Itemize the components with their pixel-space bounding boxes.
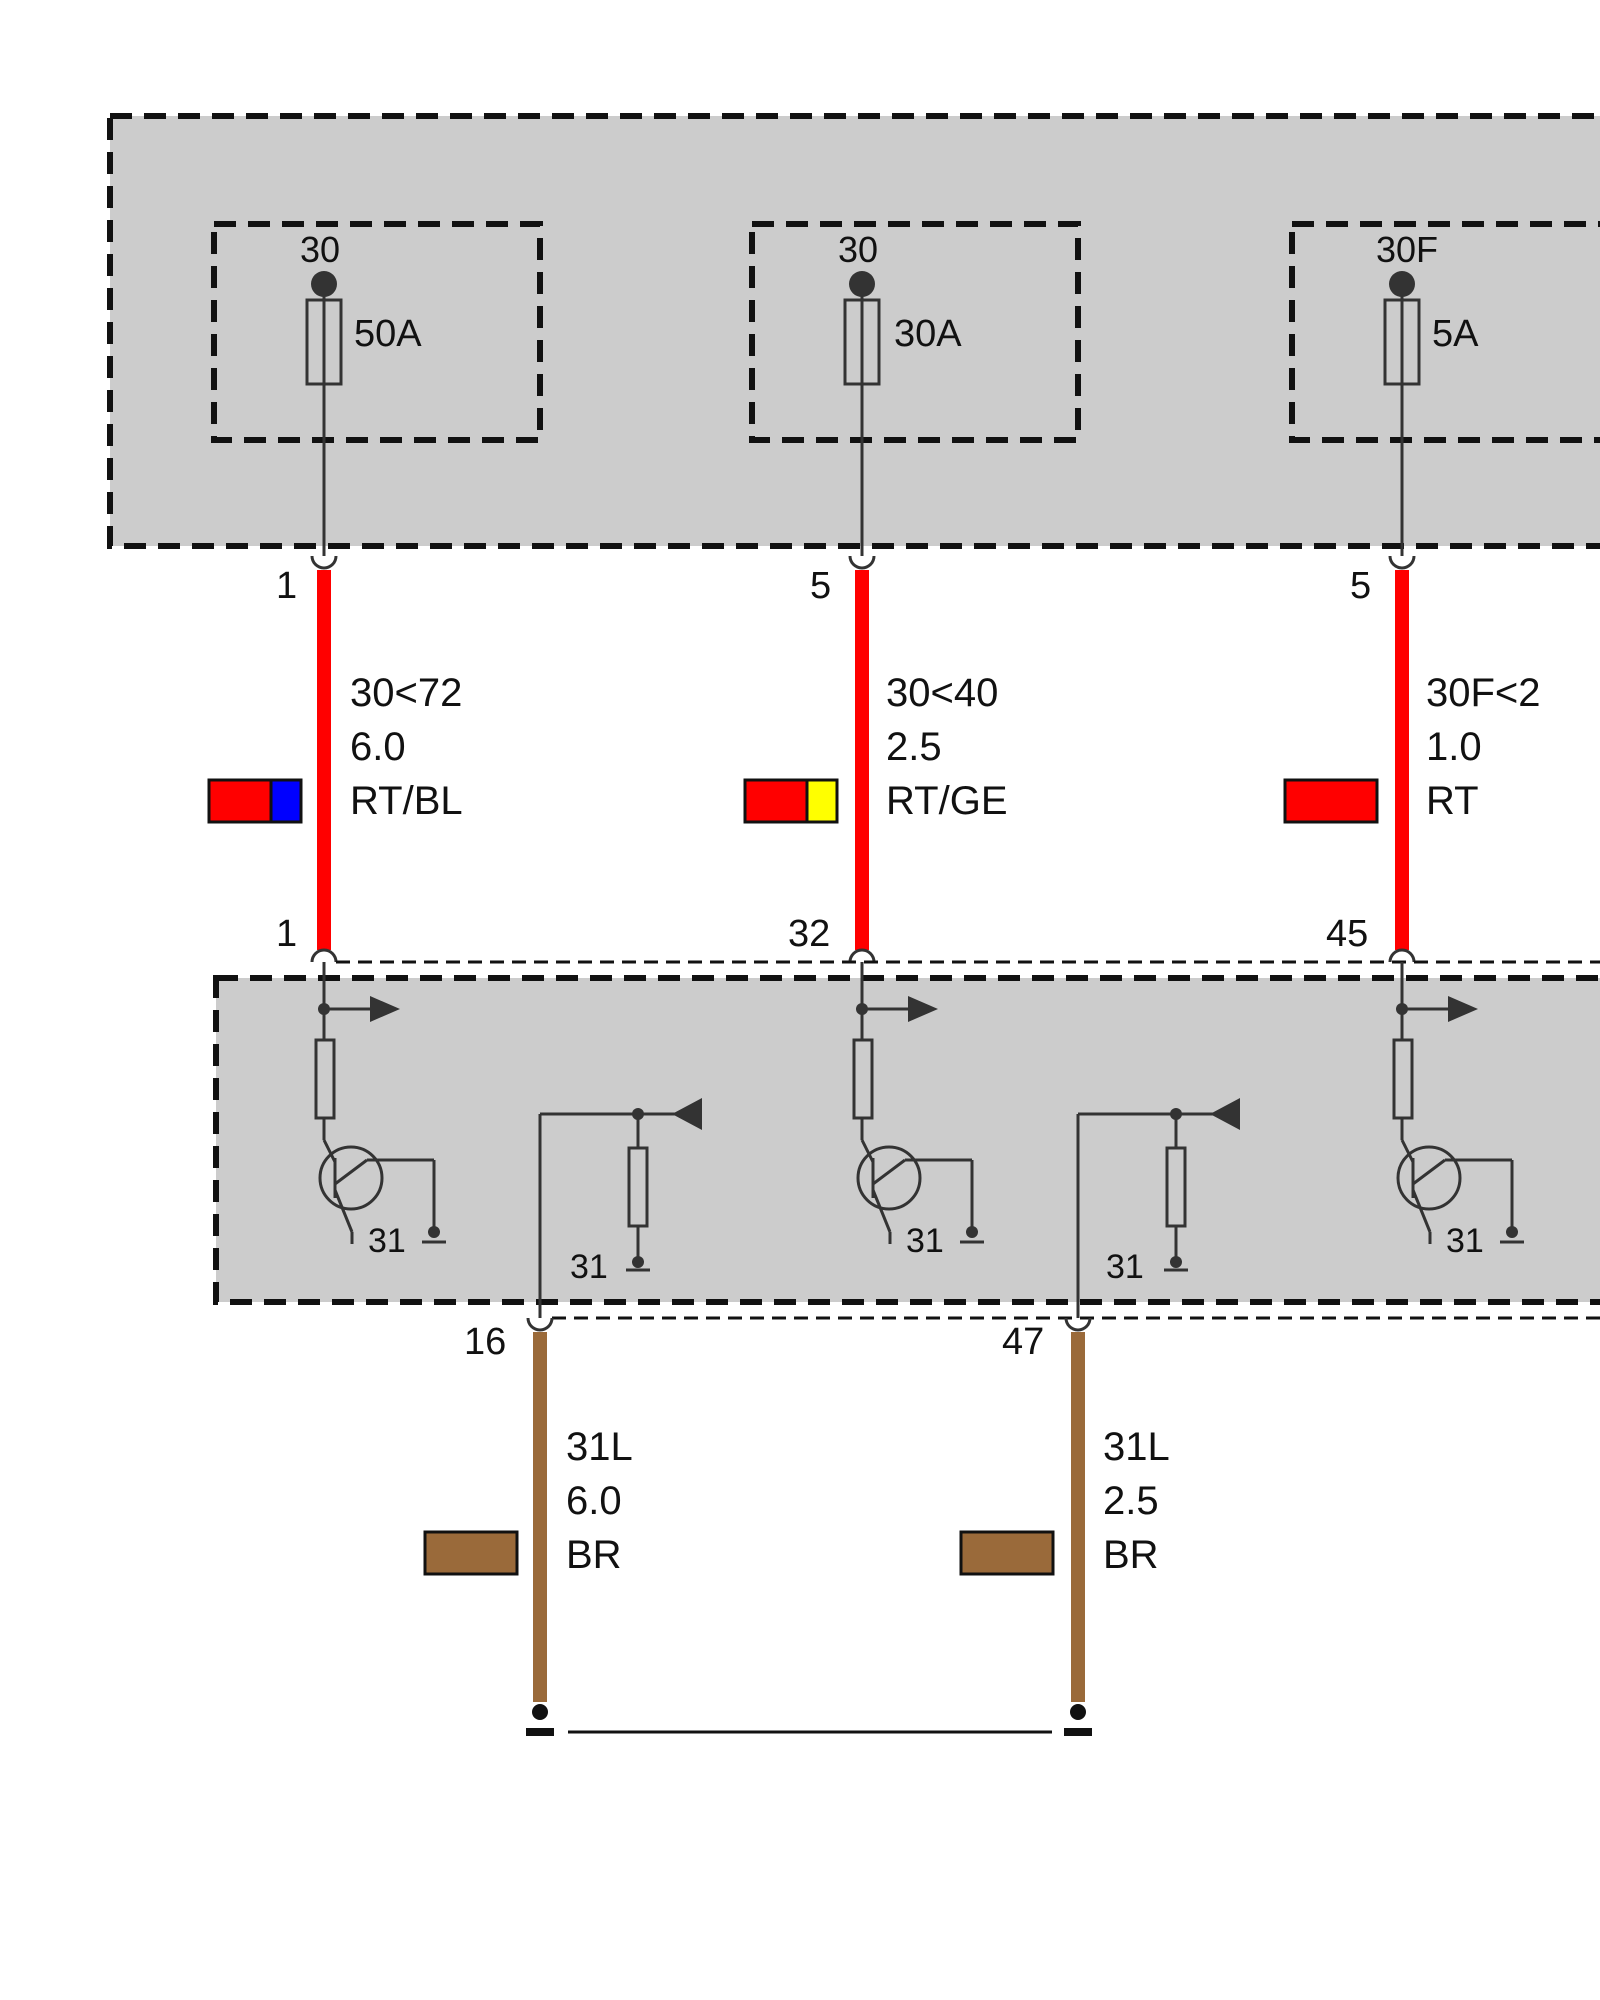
fuse-1-terminal: 30 <box>300 229 340 270</box>
ground-point-2 <box>1064 1704 1092 1736</box>
wire-2-color-code: RT/GE <box>886 779 1008 823</box>
output-stage-1: 31 <box>314 962 446 1260</box>
wire-2-red <box>855 570 869 950</box>
fuse-1: 30 50A <box>211 221 543 556</box>
wire-2-pin-bottom: 32 <box>788 913 830 955</box>
sense-arrow-1-icon <box>370 996 400 1022</box>
ground-label-1: 31 <box>368 1222 406 1260</box>
ground-wire-2-pin: 47 <box>1002 1321 1044 1363</box>
fuse-3-rating: 5A <box>1432 313 1479 355</box>
wire-1-color-code: RT/BL <box>350 779 463 823</box>
connector-top-1 <box>310 555 338 570</box>
fuse-2-terminal: 30 <box>838 229 878 270</box>
input-arrow-2-icon <box>1210 1098 1240 1130</box>
ground-label-2: 31 <box>570 1248 608 1286</box>
connector-ground-2 <box>1064 1317 1092 1332</box>
ground-wire-2-color-code: BR <box>1103 1533 1159 1577</box>
connector-bottom-3 <box>1388 948 1416 963</box>
wire-3-color-swatch <box>1283 778 1379 824</box>
transistor-1-icon <box>318 1145 384 1211</box>
wire-1-gauge: 6.0 <box>350 725 406 769</box>
connector-top-3 <box>1388 555 1416 570</box>
connector-bottom-2 <box>848 948 876 963</box>
wire-1-pin-bottom: 1 <box>276 913 297 955</box>
wire-2-gauge: 2.5 <box>886 725 942 769</box>
ground-label-3: 31 <box>906 1222 944 1260</box>
connector-top-2 <box>848 555 876 570</box>
sense-arrow-3-icon <box>1448 996 1478 1022</box>
ground-label-5: 31 <box>1446 1222 1484 1260</box>
wire-3-red <box>1395 570 1409 950</box>
wire-1-circuit: 30<72 <box>350 671 462 715</box>
ground-wire-1-gauge: 6.0 <box>566 1479 622 1523</box>
connector-ground-1 <box>526 1317 554 1332</box>
ground-wire-1-circuit: 31L <box>566 1425 633 1469</box>
output-stage-3: 31 <box>1392 962 1524 1260</box>
wire-3-pin-bottom: 45 <box>1326 913 1368 955</box>
wire-2-circuit: 30<40 <box>886 671 998 715</box>
fuse-3-terminal: 30F <box>1376 229 1438 270</box>
fuse-2-rating: 30A <box>894 313 962 355</box>
input-stage-2: 31 <box>1076 1098 1240 1318</box>
ground-wire-2-gauge: 2.5 <box>1103 1479 1159 1523</box>
transistor-2-icon <box>856 1145 922 1211</box>
fuse-1-rating: 50A <box>354 313 422 355</box>
wire-1-pin-top: 1 <box>276 565 297 607</box>
ground-point-1 <box>526 1704 554 1736</box>
wire-1-color-swatch <box>207 778 303 824</box>
wire-2-pin-top: 5 <box>810 565 831 607</box>
connector-bottom-1 <box>310 948 338 963</box>
wire-3-pin-top: 5 <box>1350 565 1371 607</box>
ground-wire-1-color-swatch <box>423 1530 519 1576</box>
fuse-2: 30 30A <box>749 221 1081 556</box>
transistor-3-icon <box>1396 1145 1462 1211</box>
fuse-3: 30F 5A <box>1289 221 1600 556</box>
wire-1-red <box>317 570 331 950</box>
wire-2-color-swatch <box>743 778 839 824</box>
wire-3-gauge: 1.0 <box>1426 725 1482 769</box>
wire-3-circuit: 30F<2 <box>1426 671 1541 715</box>
ground-wire-2-color-swatch <box>959 1530 1055 1576</box>
input-stage-1: 31 <box>538 1098 702 1318</box>
ground-wire-2-circuit: 31L <box>1103 1425 1170 1469</box>
output-stage-2: 31 <box>852 962 984 1260</box>
ground-wire-1-pin: 16 <box>464 1321 506 1363</box>
ground-wire-1-brown <box>533 1332 547 1702</box>
sense-arrow-2-icon <box>908 996 938 1022</box>
module-housing <box>213 975 1600 1305</box>
ground-label-4: 31 <box>1106 1248 1144 1286</box>
ground-wire-2-brown <box>1071 1332 1085 1702</box>
wire-3-color-code: RT <box>1426 779 1479 823</box>
fuse-box-housing <box>107 113 1600 549</box>
input-arrow-1-icon <box>672 1098 702 1130</box>
ground-wire-1-color-code: BR <box>566 1533 622 1577</box>
